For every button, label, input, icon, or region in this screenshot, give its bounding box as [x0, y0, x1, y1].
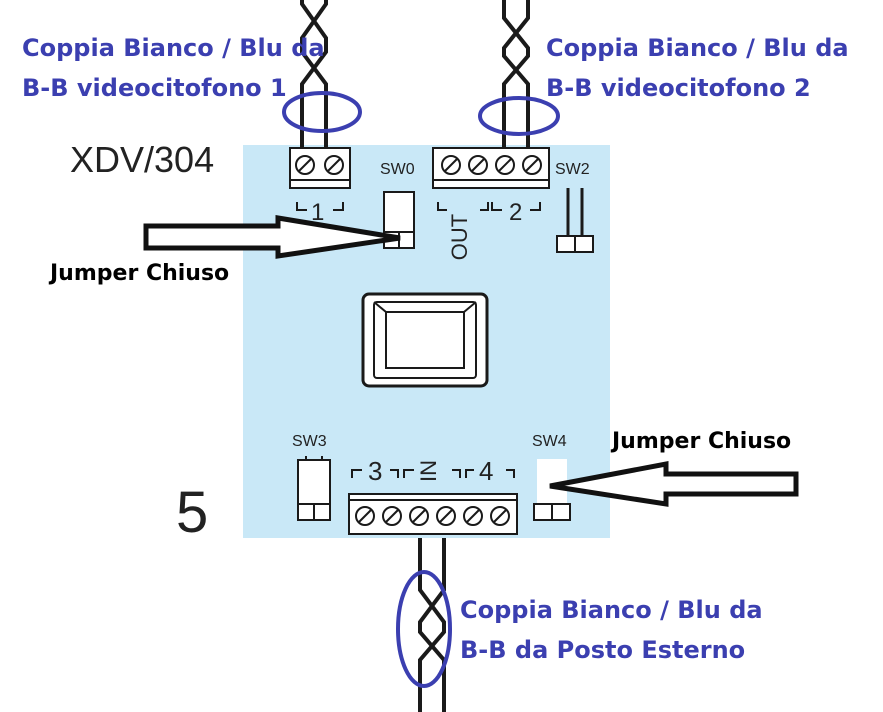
label-pair-top-right-line1: Coppia Bianco / Blu da: [546, 34, 849, 62]
jumper-sw2: [556, 188, 594, 253]
switch-label-sw2: SW2: [555, 161, 590, 178]
switch-label-sw4: SW4: [532, 433, 567, 450]
arrow-right-to-sw4: [549, 460, 799, 507]
label-jumper-right: Jumper Chiuso: [612, 429, 792, 454]
label-pair-top-left-line1: Coppia Bianco / Blu da: [22, 34, 325, 62]
bracket-1: [296, 202, 344, 211]
switch-label-sw3: SW3: [292, 433, 327, 450]
terminal-label-out: OUT: [447, 213, 473, 261]
terminal-block-1: [289, 147, 351, 189]
highlight-circle-top-right: [478, 96, 560, 136]
terminal-label-2: 2: [509, 199, 523, 226]
highlight-circle-top-left: [282, 91, 362, 133]
central-chip: [361, 292, 489, 388]
terminal-label-in: IN: [416, 460, 441, 482]
bracket-out-2: [437, 202, 541, 211]
terminal-label-4: 4: [479, 456, 494, 486]
jumper-sw3: [297, 456, 331, 521]
terminal-label-3: 3: [368, 456, 383, 486]
switch-label-sw0: SW0: [380, 161, 415, 178]
terminal-block-bottom: [348, 493, 518, 535]
label-pair-top-left-line2: B-B videocitofono 1: [22, 74, 287, 102]
arrow-left-to-sw0: [143, 215, 401, 259]
label-jumper-left: Jumper Chiuso: [50, 261, 230, 286]
device-model: XDV/304: [70, 139, 215, 180]
terminal-label-1: 1: [311, 199, 325, 226]
highlight-circle-bottom: [396, 570, 452, 688]
label-pair-bottom-line1: Coppia Bianco / Blu da: [460, 596, 763, 624]
label-pair-top-right-line2: B-B videocitofono 2: [546, 74, 811, 102]
terminal-block-out: [432, 147, 550, 189]
label-pair-bottom-line2: B-B da Posto Esterno: [460, 636, 746, 664]
bracket-3-in-4: [351, 469, 515, 478]
figure-number: 5: [176, 480, 209, 545]
twisted-pair-top-right: [502, 0, 530, 150]
jumper-sw4: [533, 459, 571, 521]
